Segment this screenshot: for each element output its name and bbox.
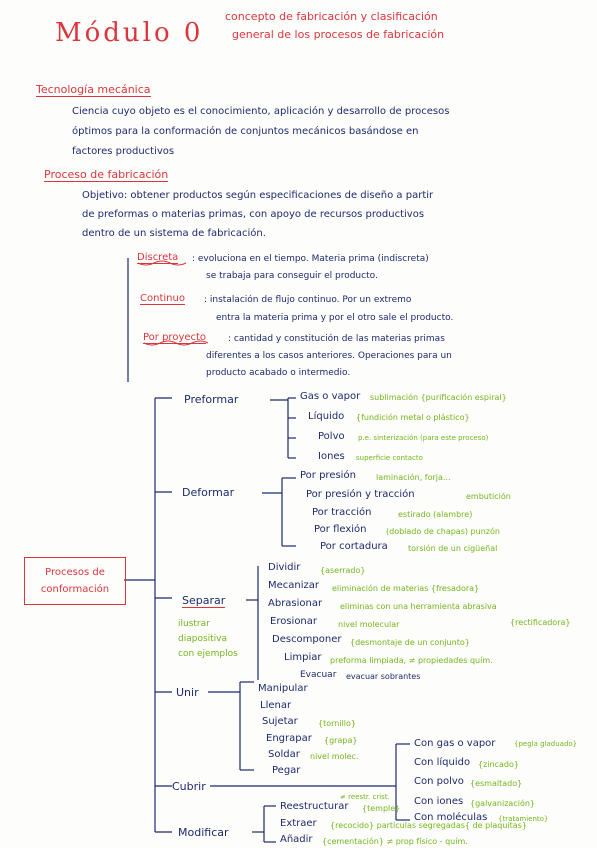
cubrir-item-4: Con iones bbox=[414, 796, 464, 807]
branch-deformar: Deformar bbox=[182, 486, 235, 499]
deformar-item-3: Por tracción bbox=[312, 507, 372, 518]
separar-item-6: Limpiar bbox=[284, 652, 322, 663]
proceso-line-2: de preformas o materias primas, con apoy… bbox=[82, 209, 425, 220]
cubrir-item-3: Con polvo bbox=[414, 776, 464, 787]
preformar-note-1: sublimación {purificación espiral} bbox=[370, 393, 507, 402]
unir-note-4: {grapa} bbox=[324, 736, 358, 745]
separar-note-item-5: {desmontaje de un conjunto} bbox=[350, 638, 470, 647]
deformar-note-5: torsión de un cigüeñal bbox=[408, 544, 498, 553]
separar-item-2: Mecanizar bbox=[268, 580, 320, 591]
preformar-item-4: Iones bbox=[318, 451, 345, 462]
modificar-item-1: Reestructurar bbox=[280, 801, 349, 812]
preformar-note-3: p.e. sinterización (para este proceso) bbox=[358, 434, 489, 442]
preformar-item-2: Líquido bbox=[308, 411, 345, 422]
modificar-item-2: Extraer bbox=[280, 818, 317, 829]
unir-item-3: Sujetar bbox=[262, 716, 298, 727]
unir-item-1: Manipular bbox=[258, 683, 308, 694]
modificar-note-2: {recocido} partículas segregadas{ de pla… bbox=[330, 821, 527, 830]
separar-note-1: ilustrar bbox=[178, 619, 210, 629]
modificar-note-3: {cementación} ≠ prop físico - quím. bbox=[322, 837, 468, 846]
deformar-note-4: (doblado de chapas) punzón bbox=[386, 527, 500, 536]
separar-item-7: Evacuar bbox=[300, 670, 337, 680]
type-proyecto-line-1: : cantidad y constitución de las materia… bbox=[228, 334, 445, 344]
preformar-item-3: Polvo bbox=[318, 431, 345, 442]
type-proyecto-line-2: diferentes a los casos anteriores. Opera… bbox=[206, 351, 452, 361]
cubrir-item-5: Con moléculas bbox=[414, 812, 488, 823]
separar-note-item-6: preforma limpiada, ≠ propiedades quím. bbox=[330, 656, 493, 665]
deformar-note-1: laminación, forja... bbox=[376, 473, 451, 482]
modificar-note-1: {temple} bbox=[362, 804, 401, 813]
type-continuo-line-2: entra la materia prima y por el otro sal… bbox=[216, 313, 454, 323]
tecnologia-line-3: factores productivos bbox=[72, 146, 175, 157]
deformar-item-1: Por presión bbox=[300, 470, 356, 481]
separar-note-2: diapositiva bbox=[178, 634, 228, 644]
section-heading-tecnologia: Tecnología mecánica bbox=[36, 83, 151, 97]
branch-modificar: Modificar bbox=[178, 826, 229, 839]
type-proyecto-line-3: producto acabado o intermedio. bbox=[206, 368, 351, 378]
separar-item-5: Descomponer bbox=[272, 634, 342, 645]
type-discreta-line-2: se trabaja para conseguir el producto. bbox=[206, 271, 378, 281]
separar-note-item-7: evacuar sobrantes bbox=[346, 672, 421, 681]
type-continuo-line-1: : instalación de flujo continuo. Por un … bbox=[204, 295, 412, 305]
branch-cubrir: Cubrir bbox=[172, 780, 206, 793]
separar-note-item-1: {aserrado} bbox=[320, 566, 366, 575]
separar-note-item-3: eliminas con una herramienta abrasiva bbox=[340, 602, 497, 611]
separar-note-item-2: eliminación de materias {fresadora} bbox=[332, 584, 480, 593]
root-node-label: Procesos de conformación bbox=[40, 567, 110, 595]
type-term-proyecto: Por proyecto bbox=[143, 332, 207, 344]
cubrir-note-1: {pegla gladuado} bbox=[514, 740, 578, 748]
separar-note-item-4: nivel molecular bbox=[338, 620, 400, 629]
deformar-note-3: estirado (alambre) bbox=[398, 510, 473, 519]
unir-item-5: Soldar bbox=[268, 749, 300, 760]
cubrir-note-3: {esmaltado} bbox=[470, 779, 523, 788]
separar-item-3: Abrasionar bbox=[268, 598, 323, 609]
deformar-item-5: Por cortadura bbox=[320, 541, 388, 552]
branch-preformar: Preformar bbox=[184, 393, 239, 406]
cubrir-item-2: Con líquido bbox=[414, 757, 471, 768]
page-subtitle-2: general de los procesos de fabricación bbox=[232, 28, 445, 41]
cubrir-note-5: {tratamiento} bbox=[498, 815, 549, 823]
deformar-item-4: Por flexión bbox=[314, 524, 367, 535]
proceso-line-3: dentro de un sistema de fabricación. bbox=[82, 228, 266, 239]
page-title: Módulo 0 bbox=[55, 18, 204, 48]
tecnologia-line-2: óptimos para la conformación de conjunto… bbox=[72, 126, 419, 137]
branch-unir: Unir bbox=[176, 686, 199, 699]
type-term-continuo: Continuo bbox=[140, 293, 185, 305]
modificar-item-3: Añadir bbox=[280, 834, 313, 845]
proceso-line-1: Objetivo: obtener productos según especi… bbox=[82, 190, 434, 201]
tecnologia-line-1: Ciencia cuyo objeto es el conocimiento, … bbox=[72, 106, 450, 117]
unir-item-2: Llenar bbox=[260, 700, 292, 711]
preformar-note-4: superficie contacto bbox=[356, 454, 423, 462]
deformar-item-2: Por presión y tracción bbox=[306, 489, 415, 500]
preformar-item-1: Gas o vapor bbox=[300, 391, 361, 402]
root-node-box: Procesos de conformación bbox=[24, 557, 126, 605]
unir-note-5: nivel molec. bbox=[310, 752, 359, 761]
branch-separar: Separar bbox=[182, 594, 226, 608]
separar-item-1: Dividir bbox=[268, 562, 301, 573]
cubrir-note-2: {zincado} bbox=[478, 760, 519, 769]
deformar-note-2: embutición bbox=[466, 492, 511, 501]
preformar-note-2: {fundición metal o plástico} bbox=[356, 413, 470, 422]
type-discreta-line-1: : evoluciona en el tiempo. Materia prima… bbox=[192, 254, 429, 264]
separar-note-3: con ejemplos bbox=[178, 649, 238, 659]
unir-item-4: Engrapar bbox=[266, 733, 312, 744]
modificar-top-note: ≠ reestr. crist. bbox=[340, 793, 390, 801]
type-term-discreta: Discreta bbox=[137, 252, 179, 264]
section-heading-proceso: Proceso de fabricación bbox=[44, 168, 169, 182]
separar-item-4: Erosionar bbox=[270, 616, 318, 627]
unir-item-6: Pegar bbox=[272, 765, 301, 776]
cubrir-note-4: {galvanización} bbox=[470, 799, 535, 808]
cubrir-item-1: Con gas o vapor bbox=[414, 738, 496, 749]
page-subtitle-1: concepto de fabricación y clasificación bbox=[225, 10, 438, 23]
unir-note-3: {tornillo} bbox=[318, 719, 356, 728]
separar-extra: {rectificadora} bbox=[510, 618, 571, 627]
